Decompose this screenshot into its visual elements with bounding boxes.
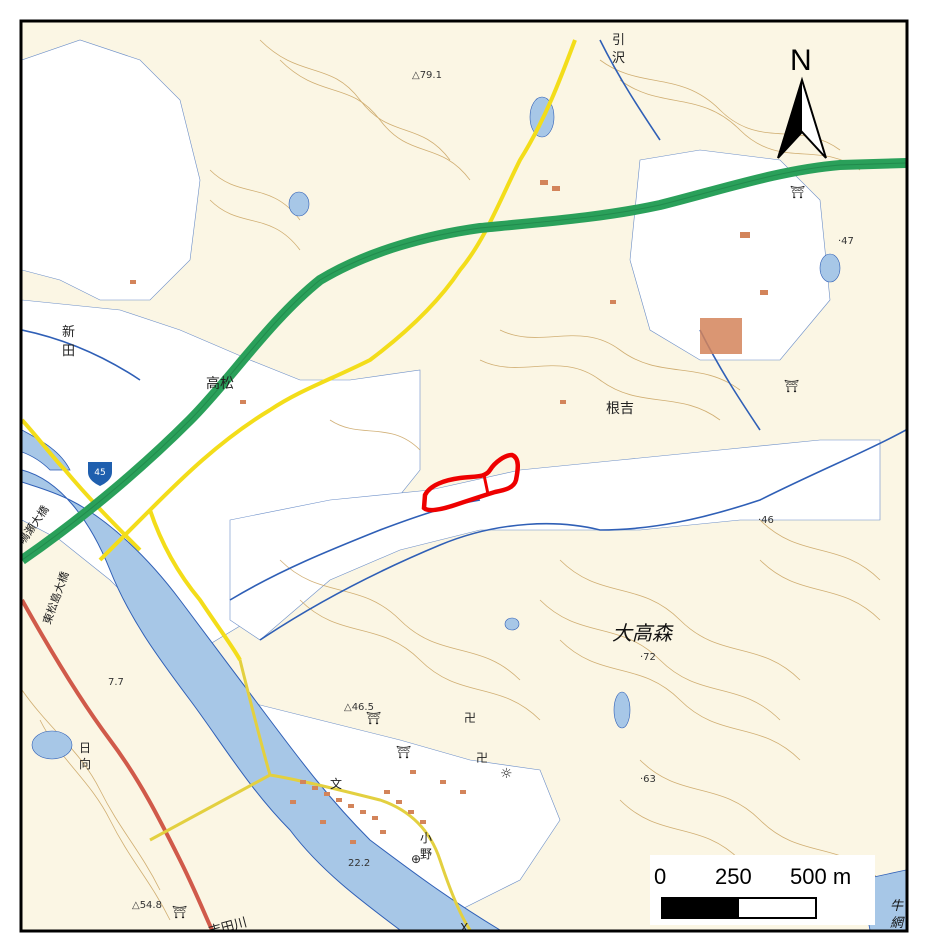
north-letter: N (790, 44, 812, 77)
spot-height-8: 22.2 (348, 858, 370, 869)
shrine-icon: ⛩ (790, 185, 805, 199)
spot-height-4: ·72 (640, 652, 656, 663)
spot-height-2: ·47 (838, 236, 854, 247)
shrine-icon: ⛩ (784, 379, 799, 393)
svg-text:45: 45 (94, 468, 105, 478)
spot-height-9: 7.7 (108, 677, 124, 688)
police-icon: X (460, 921, 468, 935)
spot-height-3: ·46 (758, 515, 774, 526)
post-office-icon: ⊕ (411, 852, 421, 866)
spot-height-5: ·63 (640, 774, 656, 785)
map-border (19, 19, 909, 933)
target-area-outline (421, 452, 520, 513)
buildings (130, 180, 768, 844)
shrine-icon: ⛩ (172, 905, 187, 919)
label-hikisawa-2: 沢 (612, 51, 625, 66)
river (22, 469, 501, 930)
label-shinden-2: 田 (62, 344, 75, 359)
label-hiyori-1: 日 (79, 741, 91, 755)
scale-label-500: 500 m (790, 864, 851, 889)
label-hiyori-2: 向 (79, 756, 91, 771)
label-negishi: 根吉 (606, 401, 634, 417)
label-ono-1: 小 (420, 831, 432, 845)
north-arrow: N (777, 44, 827, 159)
label-ushi-2: 網 (890, 916, 905, 931)
factory-icon: ☼ (500, 766, 513, 782)
contour-lines (22, 39, 881, 921)
shrine-icon: ⛩ (366, 711, 381, 725)
label-takamatsu: 高松 (206, 375, 234, 392)
label-ono-2: 野 (420, 847, 432, 861)
label-shinden-1: 新 (62, 324, 75, 340)
route-45-shield: 45 (88, 462, 112, 486)
label-hikisawa-1: 引 (612, 33, 625, 48)
scale-label-250: 250 (715, 864, 752, 889)
scale-label-0: 0 (654, 864, 666, 889)
spot-height-7: △54.8 (132, 900, 162, 911)
spot-height-1: △79.1 (412, 70, 442, 81)
temple-icon: 卍 (476, 751, 488, 765)
map-symbols: ⛩ ⛩ ⛩ ⛩ ⛩ 卍 卍 文 ☼ ⊕ X (172, 185, 805, 935)
railway (22, 599, 214, 930)
temple-icon: 卍 (464, 711, 476, 725)
national-road-45 (98, 39, 577, 661)
school-icon: 文 (330, 776, 342, 791)
label-ootakamori: 大高森 (612, 621, 674, 645)
spot-height-6: △46.5 (344, 702, 374, 713)
scale-bar: 0 250 500 m (650, 855, 875, 925)
shrine-icon: ⛩ (396, 745, 411, 759)
label-ushi-1: 牛 (890, 899, 904, 914)
local-roads (149, 659, 472, 930)
